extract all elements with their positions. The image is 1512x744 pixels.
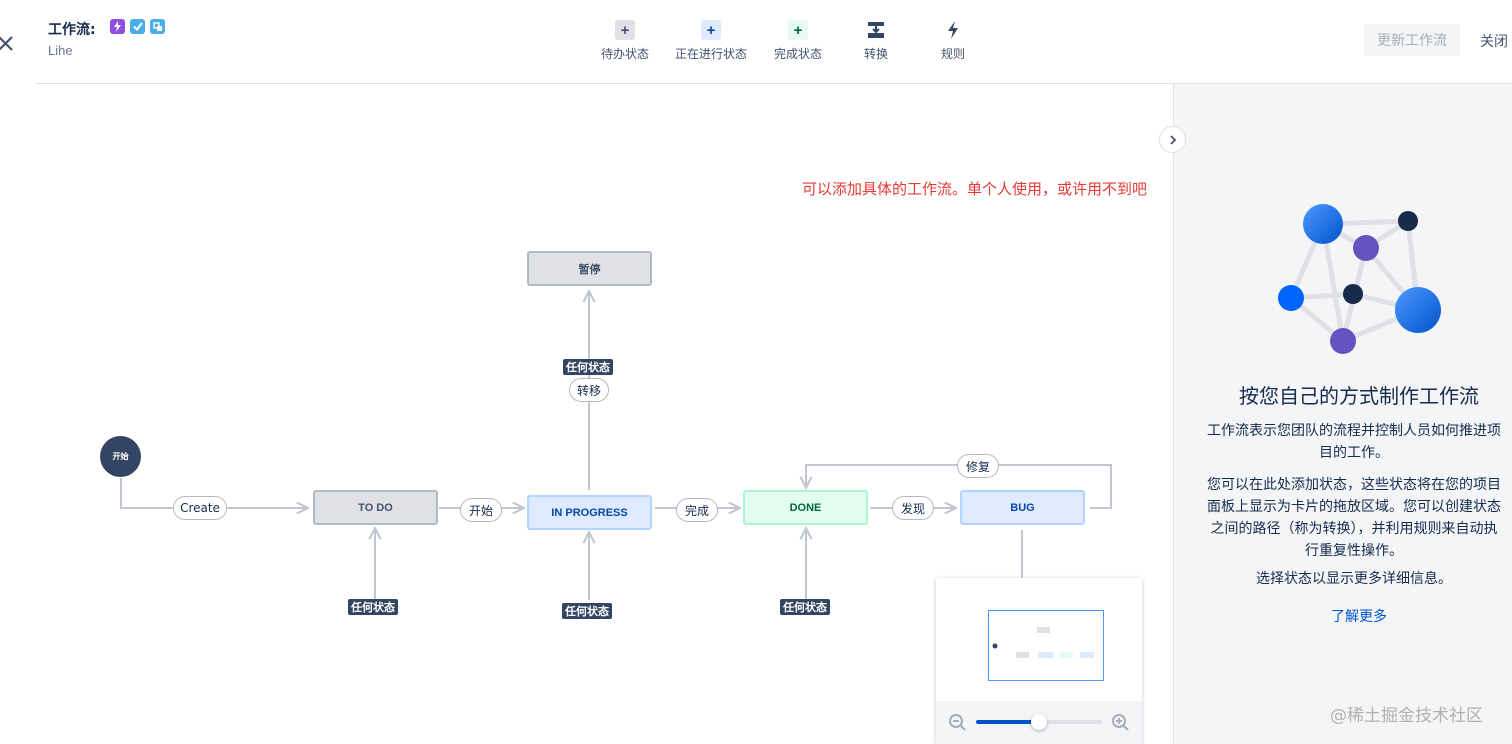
panel-description: 您可以在此处添加状态，这些状态将在您的项目面板上显示为卡片的拖放区域。您可以创建… <box>1207 477 1501 559</box>
plus-icon: + <box>788 20 808 40</box>
close-icon[interactable] <box>0 30 18 56</box>
panel-hint: 选择状态以显示更多详细信息。 <box>1256 571 1452 587</box>
workflow-illustration <box>1278 204 1441 354</box>
transition-icon <box>866 20 886 40</box>
toolbar: + 待办状态 + 正在进行状态 + 完成状态 转换 规则 <box>590 20 988 62</box>
status-paused[interactable]: 暂停 <box>527 251 652 286</box>
project-type-icons <box>110 19 165 34</box>
transition-complete[interactable]: 完成 <box>676 498 718 522</box>
page-title: 工作流: <box>48 22 96 38</box>
lightning-icon <box>943 20 963 40</box>
add-in-progress-status-button[interactable]: + 正在进行状态 <box>674 20 747 61</box>
any-status-tag[interactable]: 任何状态 <box>780 599 830 615</box>
any-status-tag[interactable]: 任何状态 <box>348 599 398 615</box>
transition-create[interactable]: Create <box>173 496 227 520</box>
subtask-icon <box>150 19 165 34</box>
transition-start[interactable]: 开始 <box>460 498 502 522</box>
plus-icon: + <box>701 20 721 40</box>
any-status-tag[interactable]: 任何状态 <box>562 603 612 619</box>
zoom-out-icon[interactable] <box>948 713 968 733</box>
status-done[interactable]: DONE <box>743 490 868 525</box>
transition-found[interactable]: 发现 <box>892 496 934 520</box>
status-bug[interactable]: BUG <box>960 490 1085 525</box>
add-transition-button[interactable]: 转换 <box>834 20 918 62</box>
zoom-in-icon[interactable] <box>1111 713 1131 733</box>
plus-icon: + <box>615 20 635 40</box>
project-name: Lihe <box>48 43 73 58</box>
annotation-note: 可以添加具体的工作流。单个人使用，或许用不到吧 <box>802 180 1148 198</box>
status-in-progress[interactable]: IN PROGRESS <box>527 495 652 530</box>
collapse-panel-button[interactable] <box>1159 126 1186 153</box>
any-status-tag[interactable]: 任何状态 <box>563 359 613 375</box>
minimap-viewport[interactable] <box>988 610 1104 681</box>
minimap-preview <box>992 627 1094 658</box>
chevron-right-icon <box>1169 134 1176 145</box>
add-todo-status-button[interactable]: + 待办状态 <box>600 20 649 61</box>
panel-title: 按您自己的方式制作工作流 <box>1239 384 1479 408</box>
start-node[interactable]: 开始 <box>100 436 141 477</box>
header-divider <box>36 83 1512 84</box>
status-todo[interactable]: TO DO <box>313 490 438 525</box>
update-workflow-button[interactable]: 更新工作流 <box>1364 24 1460 56</box>
zoom-slider[interactable] <box>976 714 1102 730</box>
add-done-status-button[interactable]: + 完成状态 <box>773 20 822 61</box>
epic-icon <box>110 19 125 34</box>
rules-button[interactable]: 规则 <box>918 20 988 62</box>
minimap[interactable] <box>936 578 1142 744</box>
transition-repair[interactable]: 修复 <box>957 454 999 478</box>
close-button[interactable]: 关闭 <box>1480 34 1508 50</box>
zoom-slider-thumb[interactable] <box>1031 714 1047 730</box>
zoom-controls <box>936 701 1142 744</box>
info-panel: 按您自己的方式制作工作流 工作流表示您团队的流程并控制人员如何推进项目的工作。 … <box>1173 84 1512 744</box>
watermark: @稀土掘金技术社区 <box>1330 706 1483 726</box>
zoom-slider-fill <box>976 720 1039 724</box>
workflow-canvas[interactable]: 开始 TO DO IN PROGRESS DONE BUG 暂停 Create … <box>36 84 1173 744</box>
task-icon <box>130 19 145 34</box>
transition-move[interactable]: 转移 <box>569 378 609 402</box>
panel-description: 工作流表示您团队的流程并控制人员如何推进项目的工作。 <box>1207 423 1501 461</box>
learn-more-link[interactable]: 了解更多 <box>1331 609 1387 625</box>
